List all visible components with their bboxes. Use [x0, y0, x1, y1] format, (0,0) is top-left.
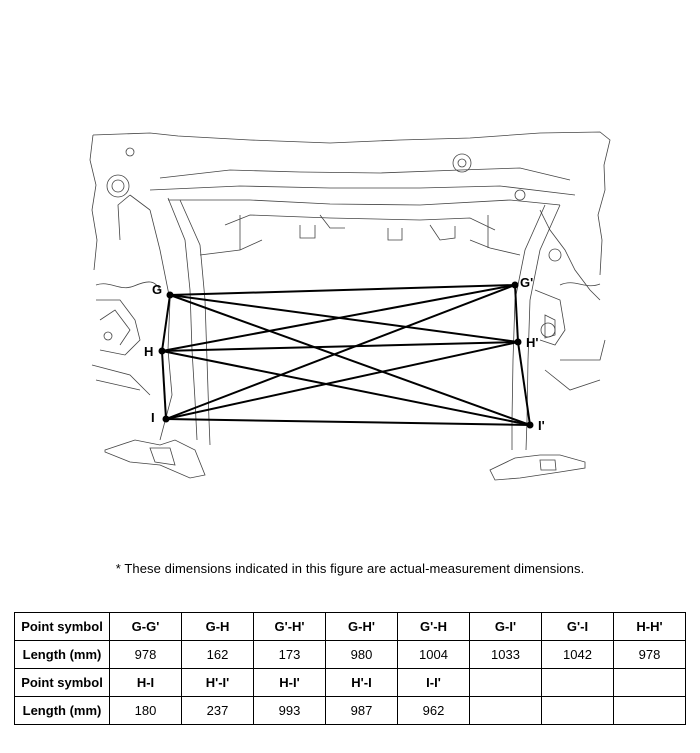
- underbody-diagram: G G' H H' I I': [89, 131, 611, 481]
- table-cell: 962: [397, 696, 470, 725]
- measurement-lines: [161, 284, 531, 426]
- table-row-symbols-2: Point symbol H-I H'-I' H-I' H'-I I-I': [14, 668, 686, 697]
- measurement-note: * These dimensions indicated in this fig…: [115, 561, 585, 576]
- table-cell: [613, 668, 686, 697]
- table-row-symbols-1: Point symbol G-G' G-H G'-H' G-H' G'-H G-…: [14, 612, 686, 641]
- table-cell: 173: [253, 640, 326, 669]
- table-cell: [613, 696, 686, 725]
- label-h: H: [144, 344, 153, 359]
- table-cell: [541, 696, 614, 725]
- table-cell: G-H': [325, 612, 398, 641]
- row-label-length: Length (mm): [14, 640, 110, 669]
- table-cell: 1004: [397, 640, 470, 669]
- table-cell: G-H: [181, 612, 254, 641]
- table-row-lengths-1: Length (mm) 978 162 173 980 1004 1033 10…: [14, 640, 686, 669]
- label-i-prime: I': [538, 418, 545, 433]
- table-cell: G-I': [469, 612, 542, 641]
- label-g-prime: G': [520, 275, 533, 290]
- table-cell: 162: [181, 640, 254, 669]
- row-label-symbol: Point symbol: [14, 668, 110, 697]
- dimension-table: Point symbol G-G' G-H G'-H' G-H' G'-H G-…: [14, 612, 686, 725]
- table-cell: 993: [253, 696, 326, 725]
- table-cell: I-I': [397, 668, 470, 697]
- table-cell: H-I: [109, 668, 182, 697]
- point-h-prime: [514, 338, 522, 346]
- label-h-prime: H': [526, 335, 538, 350]
- point-i: [162, 415, 170, 423]
- table-cell: 1042: [541, 640, 614, 669]
- table-cell: 987: [325, 696, 398, 725]
- table-cell: G-G': [109, 612, 182, 641]
- table-cell: G'-H': [253, 612, 326, 641]
- table-cell: 978: [109, 640, 182, 669]
- table-cell: 978: [613, 640, 686, 669]
- table-cell: [469, 696, 542, 725]
- table-cell: [469, 668, 542, 697]
- table-cell: H-I': [253, 668, 326, 697]
- table-cell: H-H': [613, 612, 686, 641]
- table-cell: 980: [325, 640, 398, 669]
- table-cell: H'-I': [181, 668, 254, 697]
- table-cell: 1033: [469, 640, 542, 669]
- table-cell: 180: [109, 696, 182, 725]
- row-label-symbol: Point symbol: [14, 612, 110, 641]
- point-g: [166, 291, 174, 299]
- point-i-prime: [526, 421, 534, 429]
- table-cell: H'-I: [325, 668, 398, 697]
- label-g: G: [152, 282, 162, 297]
- table-cell: G'-I: [541, 612, 614, 641]
- point-g-prime: [511, 281, 519, 289]
- table-cell: [541, 668, 614, 697]
- table-cell: G'-H: [397, 612, 470, 641]
- table-cell: 237: [181, 696, 254, 725]
- measurement-points: [158, 281, 534, 429]
- point-h: [158, 347, 166, 355]
- table-row-lengths-2: Length (mm) 180 237 993 987 962: [14, 696, 686, 725]
- label-i: I: [151, 410, 155, 425]
- row-label-length: Length (mm): [14, 696, 110, 725]
